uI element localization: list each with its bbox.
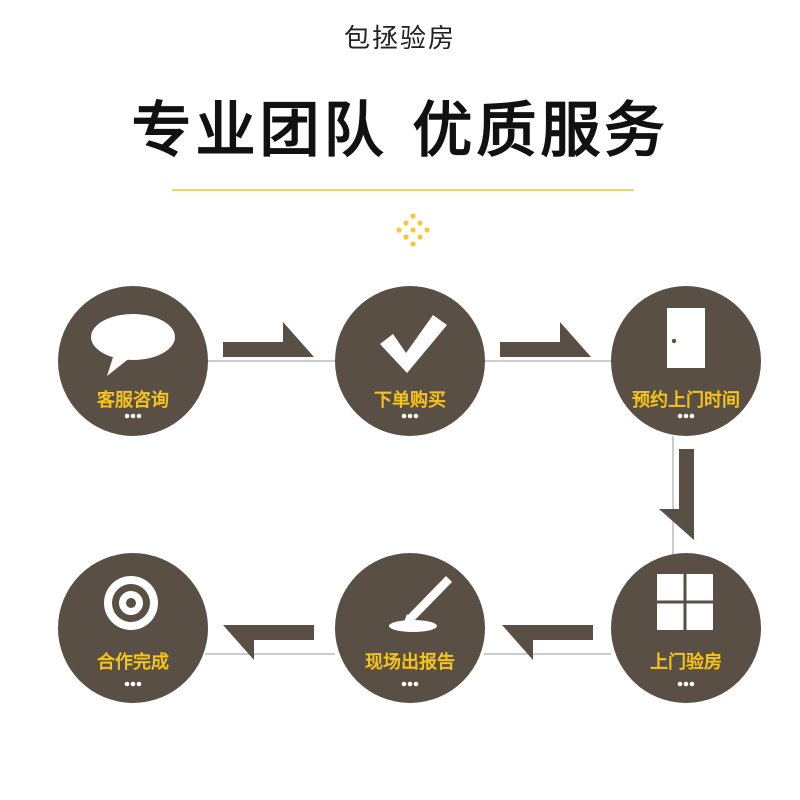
arrow-right-1 xyxy=(223,322,314,357)
ellipsis-icon-1 xyxy=(124,413,142,419)
ellipsis-icon-6 xyxy=(124,681,142,687)
arrow-down xyxy=(659,449,694,540)
title-divider xyxy=(172,189,634,191)
ellipsis-icon-2 xyxy=(401,413,419,419)
step-circle-1 xyxy=(58,286,208,436)
door-icon xyxy=(667,308,705,368)
step-label-2: 下单购买 xyxy=(374,389,446,411)
checkmark-icon xyxy=(380,315,447,373)
connector-lines xyxy=(205,360,674,655)
window-icon xyxy=(657,574,713,630)
arrow-left-1 xyxy=(502,625,593,660)
page-subtitle: 包拯验房 xyxy=(343,24,456,54)
step-label-5: 现场出报告 xyxy=(365,651,455,673)
speech-bubble-icon xyxy=(91,314,175,376)
page-title: 专业团队 优质服务 xyxy=(131,96,669,166)
ellipsis-icon-4 xyxy=(677,681,695,687)
ellipsis-icon-5 xyxy=(401,681,419,687)
arrow-right-2 xyxy=(500,322,591,357)
step-label-4: 上门验房 xyxy=(650,651,722,673)
arrow-left-2 xyxy=(223,625,314,660)
step-label-6: 合作完成 xyxy=(97,651,169,673)
step-label-3: 预约上门时间 xyxy=(632,389,740,411)
step-label-1: 客服咨询 xyxy=(97,389,169,411)
ellipsis-icon-3 xyxy=(677,413,695,419)
target-icon xyxy=(104,576,158,630)
diamond-dots-ornament xyxy=(396,213,430,247)
pen-writing-icon xyxy=(389,576,452,632)
